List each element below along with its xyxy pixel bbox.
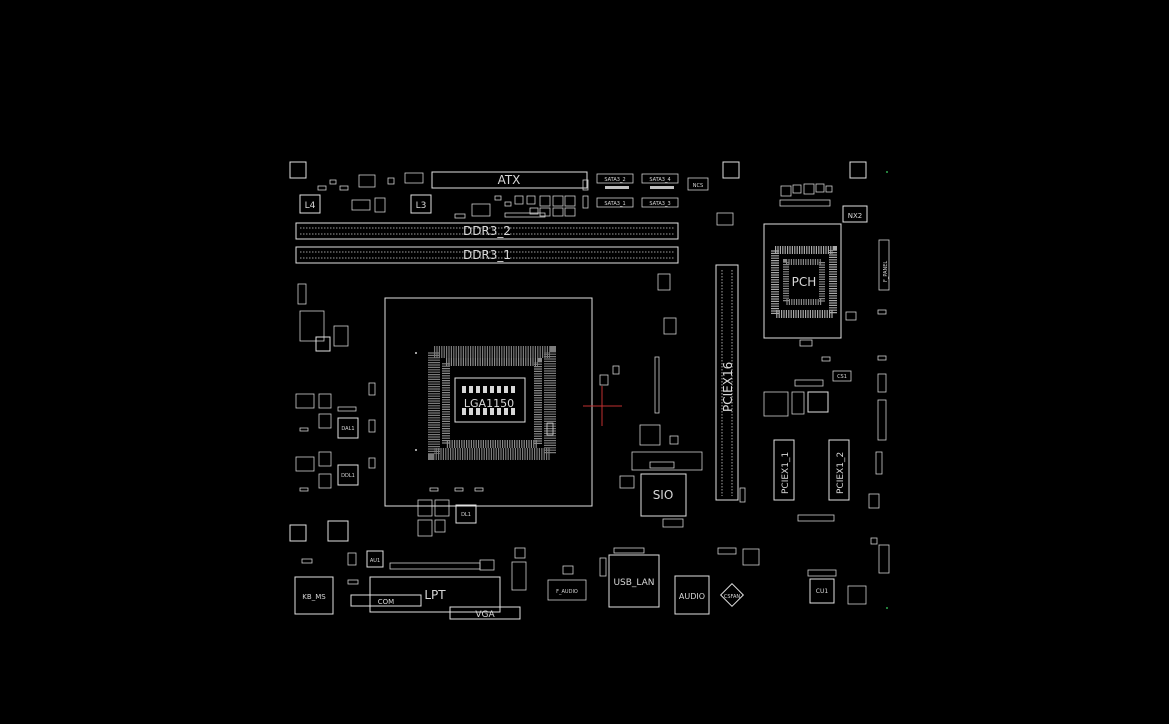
svg-text:SATA3_1: SATA3_1	[604, 201, 625, 207]
svg-text:AUDIO: AUDIO	[679, 592, 705, 601]
svg-text:L3: L3	[416, 201, 427, 211]
svg-text:DL1: DL1	[461, 512, 471, 518]
ddr3-1-label: DDR3_1	[463, 248, 511, 262]
f-panel-header[interactable]: F_PANEL	[878, 239, 890, 291]
au1-chip: AU1	[366, 550, 384, 568]
svg-text:SATA3_3: SATA3_3	[649, 201, 670, 207]
svg-text:NX2: NX2	[848, 212, 863, 220]
svg-text:CS1: CS1	[837, 374, 847, 380]
vga-port[interactable]: VGA	[449, 606, 521, 620]
atx-connector[interactable]: ATX	[431, 171, 588, 189]
sata-connectors[interactable]: SATA3_2 SATA3_4 SATA3_1 SATA3_3 NCS	[596, 173, 734, 226]
svg-text:VGA: VGA	[475, 610, 495, 620]
sio-chip[interactable]: SIO	[640, 473, 687, 528]
svg-text:L4: L4	[305, 201, 316, 211]
svg-text:COM: COM	[378, 598, 394, 606]
com-port[interactable]: COM	[350, 594, 422, 607]
pciex16-label: PCIEX16	[721, 362, 735, 412]
ddr3-slot-1[interactable]: DDR3_1	[295, 246, 679, 264]
inductor-l3: L3	[410, 194, 432, 214]
svg-text:DDL1: DDL1	[341, 473, 355, 479]
svg-text:PCIEX1_1: PCIEX1_1	[781, 452, 791, 494]
nx2-chip: NX2	[842, 205, 868, 223]
svg-text:SATA3_2: SATA3_2	[604, 177, 625, 183]
pciex16-slot[interactable]: PCIEX16	[715, 264, 746, 503]
cpu-socket[interactable]: LGA1150	[384, 297, 593, 507]
audio-port[interactable]: AUDIO	[674, 575, 710, 615]
left-side-components: DAL1 DDL1	[289, 283, 376, 542]
svg-text:CSFAN: CSFAN	[724, 594, 741, 600]
corner-markers	[886, 171, 888, 609]
pch-area-components: CS1	[763, 183, 887, 522]
pch-chip[interactable]: PCH	[763, 223, 842, 339]
usb-lan-port[interactable]: USB_LAN	[608, 547, 660, 608]
svg-text:AU1: AU1	[370, 558, 380, 564]
crosshair-cursor	[583, 386, 622, 426]
inductor-l4: L4	[299, 194, 321, 214]
svg-text:NCS: NCS	[693, 183, 703, 189]
svg-text:F_PANEL: F_PANEL	[883, 261, 889, 282]
atx-label: ATX	[498, 173, 521, 187]
below-cpu-components: DL1	[417, 487, 484, 537]
dl1: DL1	[455, 504, 477, 524]
center-right-components	[599, 273, 703, 489]
bottom-small-components: F_AUDIO	[301, 537, 890, 605]
sio-label: SIO	[653, 488, 674, 502]
top-mounting-holes	[289, 161, 867, 179]
svg-text:PCIEX1_2: PCIEX1_2	[836, 452, 846, 494]
pch-label: PCH	[792, 275, 817, 289]
cpu-socket-label: LGA1150	[464, 397, 514, 410]
pciex1-1-slot[interactable]: PCIEX1_1	[773, 439, 795, 501]
svg-text:DAL1: DAL1	[341, 426, 354, 432]
svg-text:KB_MS: KB_MS	[302, 593, 326, 601]
svg-text:LPT: LPT	[424, 588, 446, 602]
svg-text:USB_LAN: USB_LAN	[613, 578, 654, 588]
csfan-header[interactable]: CSFAN	[719, 582, 745, 608]
cu1-chip: CU1	[809, 578, 835, 604]
top-left-components	[317, 172, 589, 219]
svg-text:CU1: CU1	[816, 588, 829, 595]
ddr3-slot-2[interactable]: DDR3_2	[295, 222, 679, 240]
pciex1-2-slot[interactable]: PCIEX1_2	[828, 439, 850, 501]
ddl1: DDL1	[337, 464, 359, 486]
ddr3-2-label: DDR3_2	[463, 224, 511, 238]
svg-text:SATA3_4: SATA3_4	[649, 177, 670, 183]
dal1: DAL1	[337, 417, 359, 439]
svg-text:F_AUDIO: F_AUDIO	[556, 589, 578, 595]
kb-ms-port[interactable]: KB_MS	[294, 576, 334, 615]
